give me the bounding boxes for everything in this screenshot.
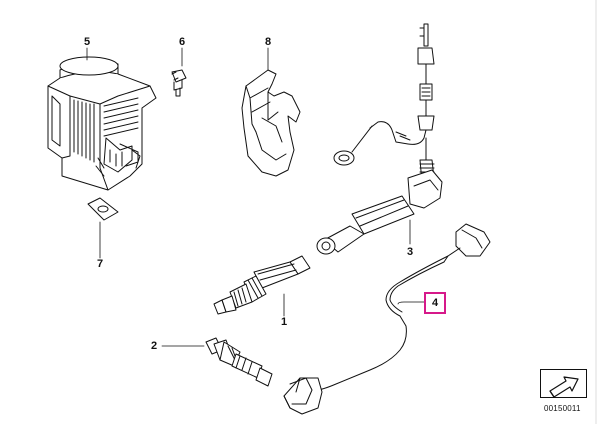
gasket[interactable]: [87, 197, 119, 221]
spark-plug-1[interactable]: [213, 255, 311, 315]
callout-8[interactable]: 8: [264, 36, 272, 48]
arrow-box-icon[interactable]: [540, 369, 588, 399]
screw[interactable]: [171, 69, 187, 97]
callout-6[interactable]: 6: [178, 36, 186, 48]
spark-plug-2[interactable]: [205, 337, 273, 387]
callout-1[interactable]: 1: [280, 316, 288, 328]
callout-5[interactable]: 5: [83, 36, 91, 48]
ignition-coil[interactable]: [47, 56, 157, 191]
callout-7[interactable]: 7: [96, 258, 104, 270]
bracket[interactable]: [241, 69, 301, 177]
spark-plug-connector[interactable]: [316, 169, 443, 255]
callout-2[interactable]: 2: [150, 340, 158, 352]
callout-4[interactable]: 4: [424, 292, 446, 314]
diagram-code: 00150011: [544, 404, 581, 413]
ignition-lead[interactable]: [283, 223, 491, 415]
leader-lines: [86, 47, 425, 347]
sensor-wire[interactable]: [333, 23, 435, 183]
callout-3[interactable]: 3: [406, 246, 414, 258]
